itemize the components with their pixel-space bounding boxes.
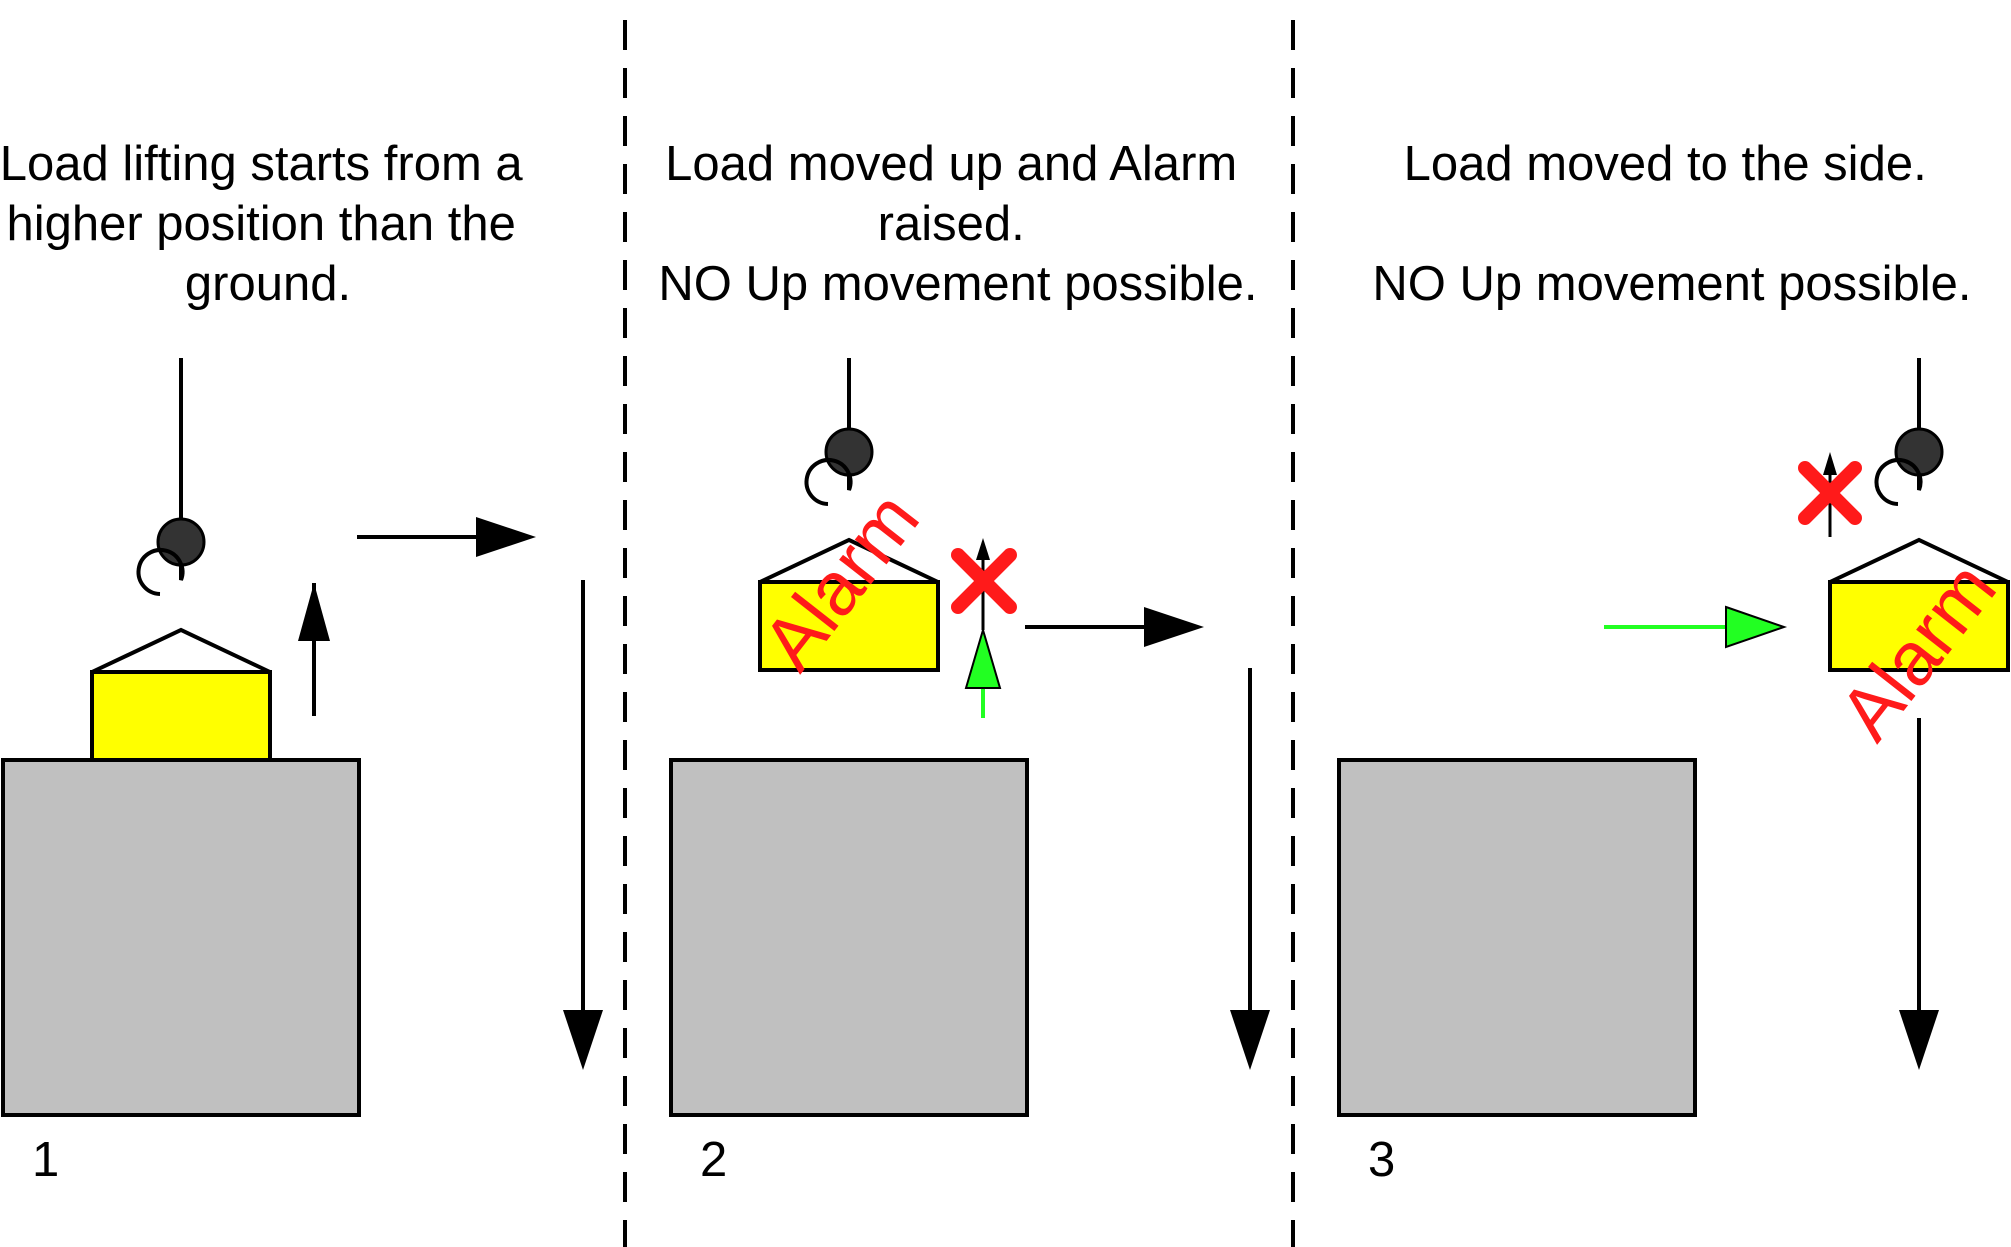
blocked-x-icon: [951, 548, 1017, 614]
hook-icon: [1874, 358, 1944, 506]
ground-block: [1, 758, 361, 1117]
panel-1-caption: Load lifting starts from a higher positi…: [0, 137, 536, 311]
panel-2-caption: Load moved up and Alarm raised. NO Up mo…: [658, 137, 1257, 311]
panel-2-number: 2: [700, 1133, 727, 1187]
panel-1: Load lifting starts from a higher positi…: [0, 137, 603, 1187]
sling: [1829, 537, 2009, 584]
hook-icon: [804, 358, 874, 506]
load-box: [758, 580, 940, 672]
blocked-x-icon: [1798, 461, 1862, 525]
panel-3: Load moved to the side. NO Up movement p…: [1337, 137, 2011, 1187]
load-box: [1828, 580, 2010, 672]
panel-1-number: 1: [32, 1133, 59, 1187]
sling: [759, 537, 939, 584]
panel-3-number: 3: [1368, 1133, 1395, 1187]
sling: [91, 627, 271, 674]
load-box: [90, 670, 272, 762]
hook-icon: [136, 358, 206, 596]
panel-2: Load moved up and Alarm raised. NO Up mo…: [658, 137, 1270, 1187]
ground-block: [1337, 758, 1697, 1117]
ground-block: [669, 758, 1029, 1117]
panel-3-caption: Load moved to the side. NO Up movement p…: [1372, 137, 1971, 311]
